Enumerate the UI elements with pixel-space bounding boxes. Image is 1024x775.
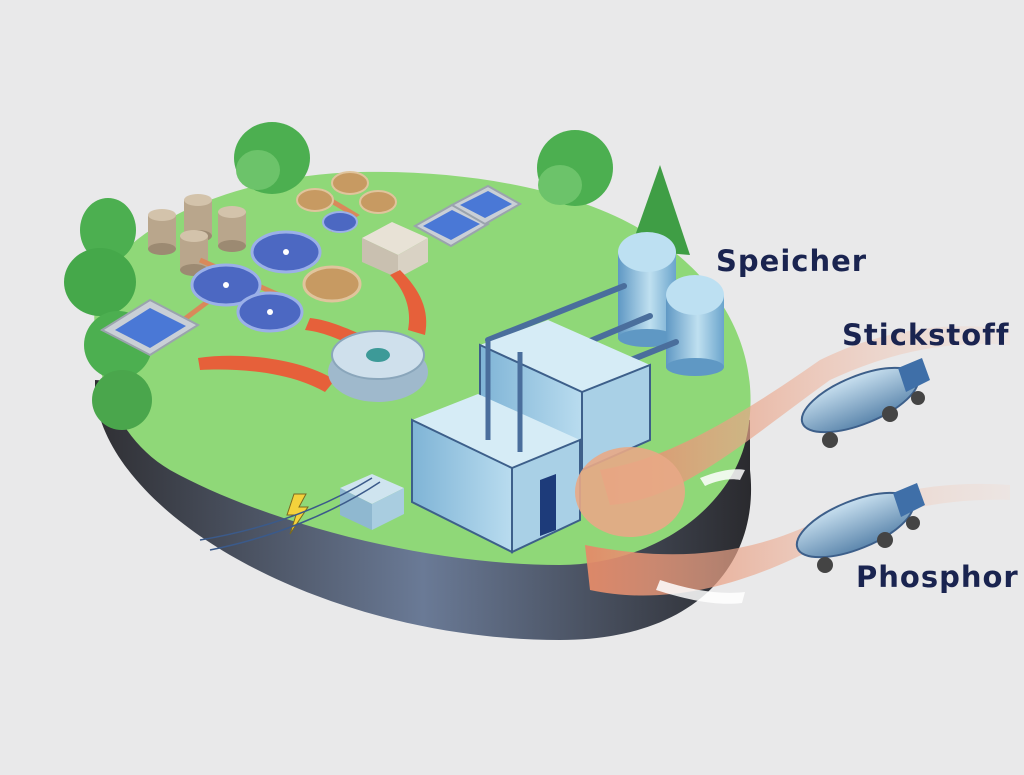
label-storage: Speicher: [716, 244, 868, 278]
container-module: [411, 394, 581, 554]
clarifiers: [190, 230, 322, 333]
basin: [190, 263, 262, 307]
label-phosphorus: Phosphor: [856, 560, 1019, 594]
digesters: [296, 171, 397, 303]
basin: [250, 230, 322, 274]
label-nitrogen: Stickstoff: [842, 318, 1010, 352]
containers: [411, 320, 651, 554]
flow-source: [575, 447, 685, 537]
silos: [148, 194, 246, 276]
tree-icon: [537, 130, 613, 206]
transformer: [199, 474, 404, 551]
phosphorus-truck: [795, 483, 925, 573]
tank: [666, 275, 724, 376]
nitrogen-truck: [800, 358, 930, 448]
tree-icon: [234, 122, 310, 194]
basin: [236, 291, 304, 333]
tree-icon: [64, 198, 152, 430]
storage-tanks: [618, 232, 724, 376]
small-building: [362, 222, 428, 278]
trees: [64, 122, 690, 430]
vertical-pipes: [485, 340, 523, 452]
panels: [99, 184, 523, 357]
central-clarifier: [328, 330, 428, 402]
